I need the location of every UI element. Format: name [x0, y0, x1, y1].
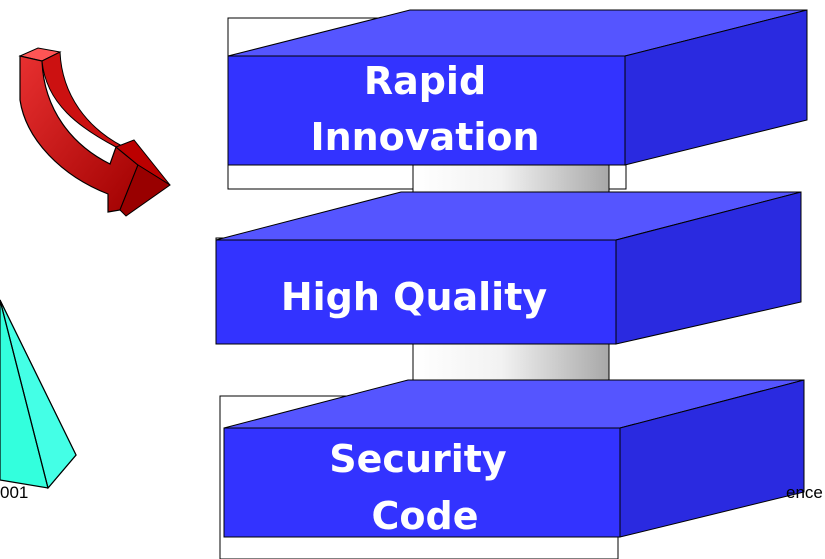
block-security-code: Security Code — [223, 379, 805, 538]
block-label-line: Innovation — [310, 115, 539, 159]
block-high-quality: High Quality — [215, 191, 802, 345]
footer-left-fragment: 001 — [0, 483, 28, 502]
pyramid-shape — [0, 299, 77, 490]
footer-right-fragment: ence — [786, 483, 823, 502]
block-label-line: High Quality — [281, 275, 548, 319]
block-label-line: Code — [372, 494, 479, 538]
block-label-line: Rapid — [364, 59, 486, 103]
block-label-line: Security — [329, 437, 507, 481]
curved-arrow-icon — [18, 47, 171, 217]
block-rapid-innovation: Rapid Innovation — [227, 9, 808, 166]
